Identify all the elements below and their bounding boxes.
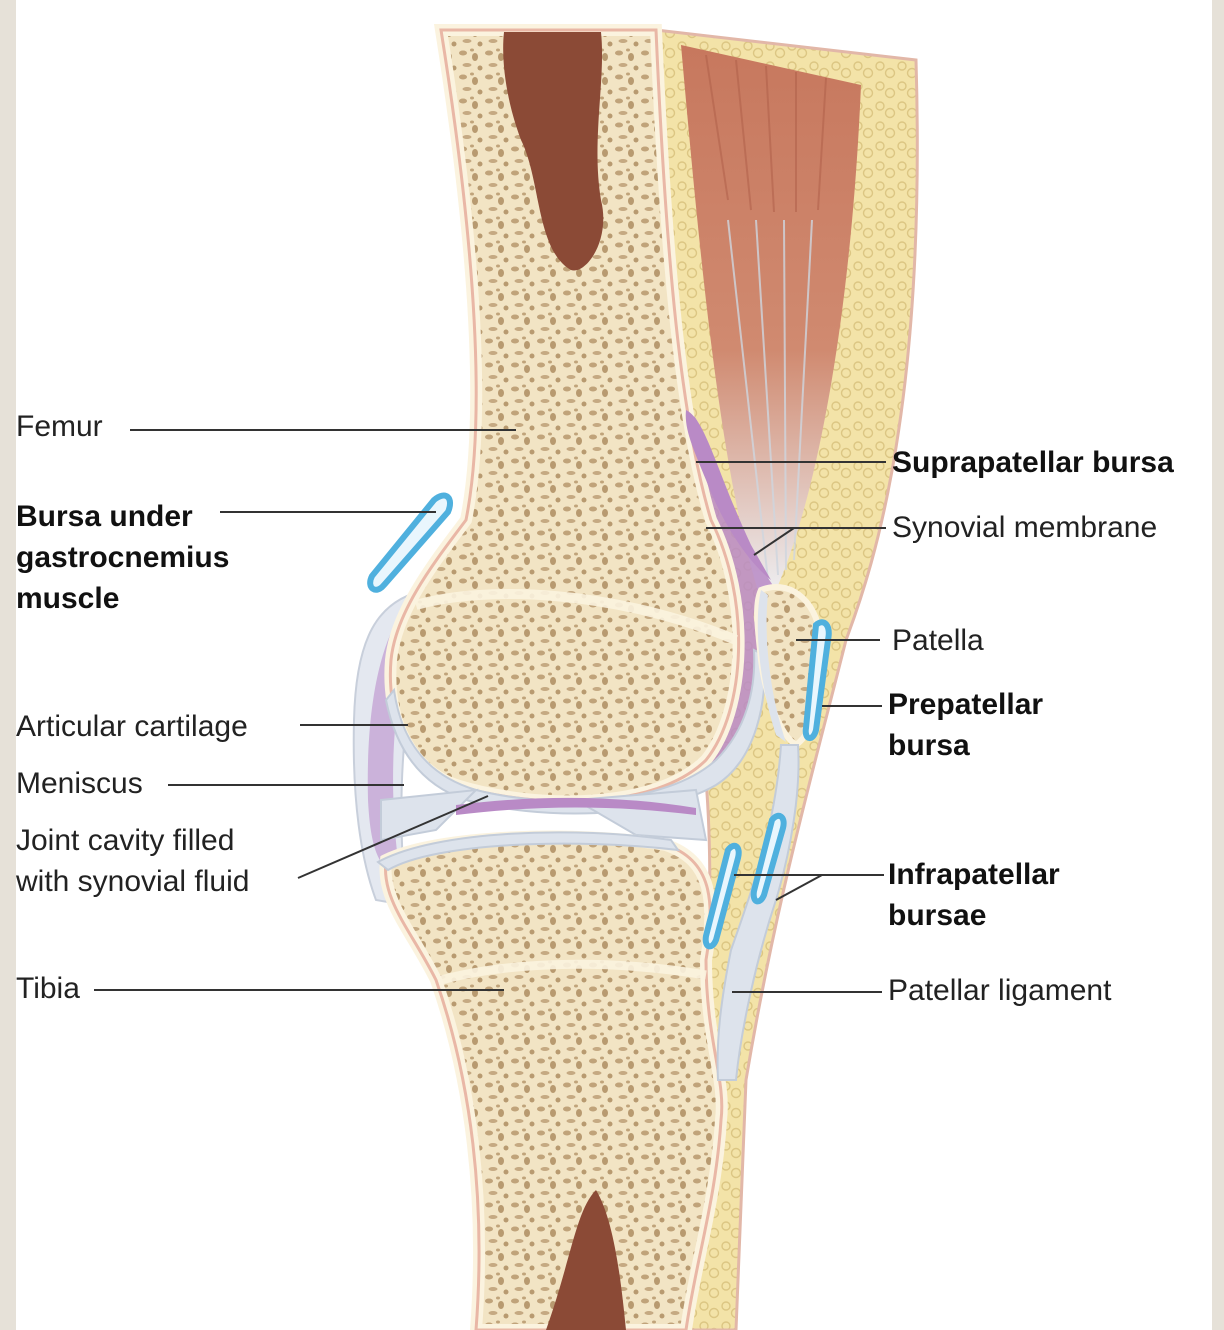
label-patellar-ligament: Patellar ligament [888,970,1111,1011]
label-infrapatellar-bursae: Infrapatellar bursae [888,854,1060,936]
label-articular-cartilage: Articular cartilage [16,706,248,747]
tibia-bone [385,837,721,1330]
meniscus-posterior [381,790,476,840]
label-bursa-under-gastrocnemius: Bursa under gastrocnemius muscle [16,496,229,619]
label-synovial-membrane: Synovial membrane [892,507,1157,548]
label-joint-cavity: Joint cavity filled with synovial fluid [16,820,249,902]
knee-joint-illustration [16,0,1212,1330]
label-patella: Patella [892,620,984,661]
diagram-canvas: Femur Bursa under gastrocnemius muscle A… [16,0,1212,1330]
label-femur: Femur [16,406,103,447]
label-tibia: Tibia [16,968,80,1009]
label-prepatellar-bursa: Prepatellar bursa [888,684,1043,766]
label-suprapatellar-bursa: Suprapatellar bursa [892,442,1174,483]
label-meniscus: Meniscus [16,763,143,804]
